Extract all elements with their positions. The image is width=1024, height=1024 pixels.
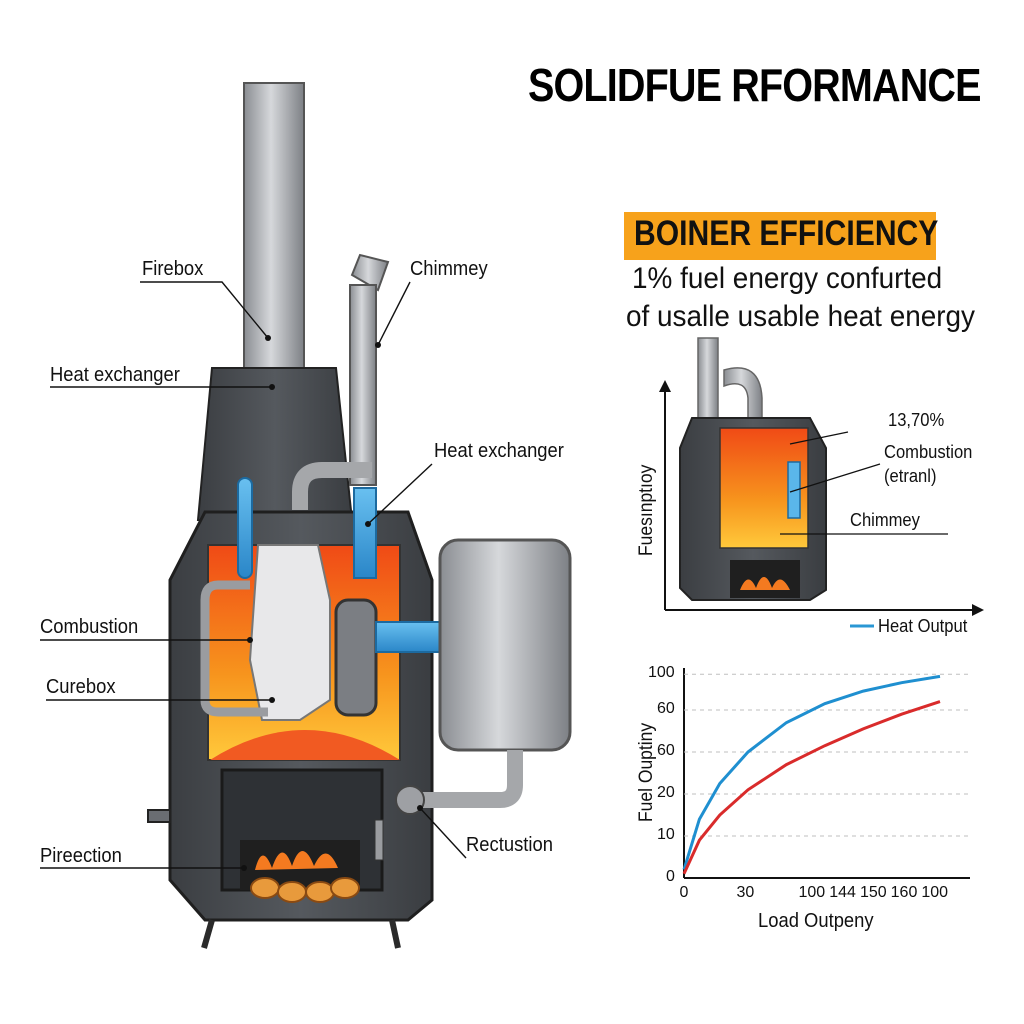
mini-flue	[697, 337, 719, 429]
label-heat-exchanger-right: Heat exchanger	[434, 440, 564, 462]
label-chimney: Chimmey	[410, 258, 488, 280]
log	[277, 881, 307, 903]
y-tick-label: 60	[657, 742, 675, 759]
flames	[255, 851, 338, 870]
log	[305, 881, 335, 903]
y-tick-label: 100	[648, 664, 675, 682]
mini-leader-value	[789, 431, 849, 445]
blue-pipe-left	[237, 477, 253, 579]
mini-x-arrow	[972, 604, 984, 616]
mini-chart-value: 13,70%	[888, 410, 945, 430]
mini-chart-combustion-sub: (etranl)	[884, 466, 937, 486]
label-combustion: Combustion	[40, 616, 139, 638]
y-tick-label: 0	[666, 868, 675, 885]
x-tick-label: 100	[798, 884, 826, 901]
efficiency-badge	[624, 212, 936, 260]
leader-lines	[40, 281, 467, 869]
efficiency-badge-text: BOINER EFFICIENCY	[634, 214, 939, 253]
tank	[438, 538, 572, 752]
mini-leader-combustion	[789, 463, 881, 493]
log	[330, 877, 360, 899]
label-firebox: Firebox	[142, 258, 204, 280]
efficiency-subtitle-2: of usalle usable heat energy	[626, 300, 975, 333]
x-tick-label: 150	[859, 884, 887, 901]
mini-y-arrow	[659, 380, 671, 392]
label-rectustion: Rectustion	[466, 834, 553, 856]
mini-chart	[659, 337, 984, 628]
mini-chart-chimney: Chimmey	[850, 510, 920, 530]
internal-pipe	[200, 580, 268, 717]
return-pipe	[410, 750, 523, 808]
handle	[147, 809, 171, 823]
leader-dots	[241, 335, 423, 871]
top-pipe	[292, 462, 372, 510]
y-tick-label: 10	[657, 826, 675, 843]
series-line-1	[682, 674, 941, 871]
x-tick-label: 30	[736, 884, 755, 901]
x-tick-label: 144	[829, 884, 856, 901]
line-chart-x-label: Load Outpeny	[758, 910, 874, 932]
mini-blue-tube	[787, 461, 801, 519]
fire-arch	[210, 730, 400, 760]
mini-chart-y-label: Fuesınptıoy	[636, 464, 657, 556]
y-tick-label: 20	[657, 784, 675, 801]
legs	[201, 919, 401, 949]
coil	[334, 598, 378, 717]
x-tick-label: 0	[679, 884, 689, 901]
y-tick-label: 60	[657, 700, 675, 717]
series-line-2	[682, 700, 941, 875]
x-tick-label: 100	[921, 884, 949, 901]
flue-pipe	[243, 82, 305, 374]
heat-exchanger-core	[248, 544, 331, 721]
label-curebox: Curebox	[46, 676, 116, 698]
mini-flames	[740, 577, 790, 590]
x-tick-label: 160	[890, 884, 918, 901]
main-title: SOLIDFUE RFORMANCE	[528, 59, 982, 111]
log	[250, 877, 280, 899]
mini-chimney	[723, 367, 763, 419]
pipe-joint	[395, 785, 425, 815]
line-chart-y-label: Fuel Ouptiny	[636, 722, 657, 822]
mini-chart-combustion: Combustion	[884, 442, 973, 462]
door-latch	[374, 819, 384, 861]
efficiency-subtitle-1: 1% fuel energy confurted	[632, 262, 943, 295]
blue-pipe-right	[353, 487, 377, 579]
label-pireection: Pireection	[40, 845, 122, 867]
mini-chart-legend: Heat Output	[878, 616, 968, 636]
label-heat-exchanger-left: Heat exchanger	[50, 364, 180, 386]
chimney-pipe	[349, 284, 377, 486]
stove-hood	[196, 367, 354, 521]
line-chart	[682, 668, 970, 879]
